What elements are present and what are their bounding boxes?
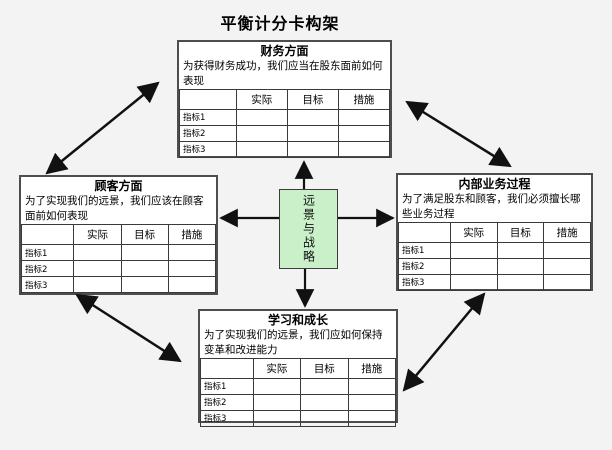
- col-header-target: 目标: [496, 221, 545, 243]
- col-header-target: 目标: [300, 357, 349, 379]
- empty-cell: [543, 241, 591, 259]
- empty-cell: [167, 260, 217, 277]
- empty-cell: [449, 257, 498, 275]
- corner-cell: [179, 88, 237, 110]
- panel-customer-desc: 为了实现我们的远景，我们应该在顾客面前如何表现: [25, 195, 204, 223]
- corner-cell: [398, 221, 451, 243]
- empty-cell: [286, 140, 339, 158]
- empty-cell: [73, 260, 122, 277]
- col-header-actual: 实际: [252, 357, 302, 379]
- empty-cell: [120, 244, 169, 261]
- panel-learning-growth: 学习和成长 为了实现我们的远景，我们应如何保持变革和改进能力 实际 目标 措施 …: [198, 309, 398, 427]
- col-header-measure: 措施: [347, 357, 397, 379]
- empty-cell: [252, 377, 302, 395]
- empty-cell: [252, 393, 302, 411]
- table-row: 指标3: [398, 273, 591, 291]
- panel-finance: 财务方面 为获得财务成功，我们应当在股东面前如何表现 实际 目标 措施 指标1 …: [177, 40, 392, 158]
- empty-cell: [300, 377, 349, 395]
- table-row: 指标1: [200, 377, 397, 395]
- col-header-actual: 实际: [449, 221, 498, 243]
- empty-cell: [235, 140, 288, 158]
- row-label-metric1: 指标1: [200, 377, 254, 395]
- arrow-customer-finance-icon: [45, 81, 160, 175]
- panel-internal-title: 内部业务过程: [458, 177, 531, 191]
- empty-cell: [347, 393, 397, 411]
- row-label-metric2: 指标2: [200, 393, 254, 411]
- panel-internal-desc: 为了满足股东和顾客，我们必须擅长哪些业务过程: [402, 193, 581, 221]
- vision-strategy-box: 远景与战略: [279, 189, 338, 269]
- row-label-metric3: 指标3: [200, 409, 254, 427]
- row-label-metric3: 指标3: [20, 276, 75, 293]
- row-label-metric1: 指标1: [398, 241, 451, 259]
- panel-internal-process: 内部业务过程 为了满足股东和顾客，我们必须擅长哪些业务过程 实际 目标 措施 指…: [396, 173, 593, 291]
- empty-cell: [286, 124, 339, 142]
- col-header-measure: 措施: [167, 224, 217, 245]
- table-row: 指标1: [20, 244, 217, 261]
- panel-learning-table: 实际 目标 措施 指标1 指标2 指标3: [200, 357, 397, 427]
- corner-cell: [20, 224, 75, 245]
- corner-cell: [200, 357, 254, 379]
- empty-cell: [449, 273, 498, 291]
- row-label-metric2: 指标2: [20, 260, 75, 277]
- empty-cell: [300, 409, 349, 427]
- empty-cell: [235, 108, 288, 126]
- empty-cell: [347, 409, 397, 427]
- col-header-measure: 措施: [337, 88, 391, 110]
- empty-cell: [337, 124, 391, 142]
- empty-cell: [286, 108, 339, 126]
- panel-customer-title: 顾客方面: [94, 179, 143, 193]
- col-header-target: 目标: [120, 224, 169, 245]
- empty-cell: [347, 377, 397, 395]
- empty-cell: [73, 276, 122, 293]
- empty-cell: [543, 273, 591, 291]
- empty-cell: [252, 409, 302, 427]
- table-row: 指标2: [398, 257, 591, 275]
- table-row: 指标2: [20, 260, 217, 277]
- arrow-customer-learning-icon: [75, 293, 182, 363]
- arrow-finance-internal-icon: [405, 100, 512, 168]
- empty-cell: [120, 260, 169, 277]
- empty-cell: [300, 393, 349, 411]
- empty-cell: [496, 257, 545, 275]
- empty-cell: [167, 276, 217, 293]
- row-label-metric3: 指标3: [398, 273, 451, 291]
- col-header-target: 目标: [286, 88, 339, 110]
- empty-cell: [496, 241, 545, 259]
- table-row: 指标2: [179, 124, 391, 142]
- empty-cell: [337, 140, 391, 158]
- page-title: 平衡计分卡构架: [220, 14, 340, 33]
- row-label-metric2: 指标2: [179, 124, 237, 142]
- panel-customer-table: 实际 目标 措施 指标1 指标2 指标3: [20, 224, 217, 293]
- empty-cell: [73, 244, 122, 261]
- row-label-metric1: 指标1: [20, 244, 75, 261]
- empty-cell: [235, 124, 288, 142]
- row-label-metric1: 指标1: [179, 108, 237, 126]
- empty-cell: [120, 276, 169, 293]
- vision-strategy-label: 远景与战略: [301, 194, 316, 264]
- table-row: 指标3: [179, 140, 391, 158]
- panel-learning-desc: 为了实现我们的远景，我们应如何保持变革和改进能力: [204, 329, 383, 357]
- empty-cell: [543, 257, 591, 275]
- empty-cell: [167, 244, 217, 261]
- panel-internal-table: 实际 目标 措施 指标1 指标2 指标3: [398, 221, 591, 291]
- row-label-metric2: 指标2: [398, 257, 451, 275]
- table-row: 指标1: [179, 108, 391, 126]
- table-row: 指标3: [200, 409, 397, 427]
- arrow-internal-learning-icon: [402, 292, 486, 392]
- panel-customer: 顾客方面 为了实现我们的远景，我们应该在顾客面前如何表现 实际 目标 措施 指标…: [19, 175, 218, 295]
- panel-finance-title: 财务方面: [260, 44, 309, 58]
- col-header-measure: 措施: [543, 221, 591, 243]
- empty-cell: [496, 273, 545, 291]
- table-row: 指标2: [200, 393, 397, 411]
- col-header-actual: 实际: [73, 224, 122, 245]
- row-label-metric3: 指标3: [179, 140, 237, 158]
- empty-cell: [449, 241, 498, 259]
- panel-learning-title: 学习和成长: [267, 313, 328, 327]
- table-row: 指标1: [398, 241, 591, 259]
- table-row: 指标3: [20, 276, 217, 293]
- panel-finance-table: 实际 目标 措施 指标1 指标2 指标3: [179, 88, 391, 158]
- col-header-actual: 实际: [235, 88, 288, 110]
- empty-cell: [337, 108, 391, 126]
- panel-finance-desc: 为获得财务成功，我们应当在股东面前如何表现: [183, 60, 383, 88]
